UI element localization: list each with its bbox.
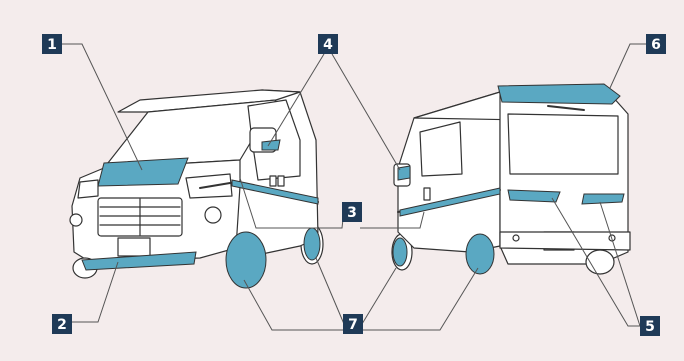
callout-5: 5 [640,316,660,336]
callout-4-label: 4 [323,37,333,53]
leader-1 [62,43,143,171]
callout-2-badge [52,314,72,334]
part-5-rear-garnish-left [507,189,561,203]
callout-7: 7 [343,314,363,334]
leader-4b [331,53,401,171]
part-7-front-wheel-rear-van [392,237,408,267]
callout-1-badge [42,34,62,54]
callout-1: 1 [42,34,62,54]
part-3-side-stripe-rear [399,187,501,217]
callout-1-label: 1 [47,37,57,53]
front-highlights [81,139,321,289]
part-4-mirror-front [261,139,281,151]
callout-3: 3 [342,202,362,222]
callout-4-badge [318,34,338,54]
part-6-roof-spoiler [497,83,621,105]
part-1-hood-area [97,157,189,187]
rear-van [391,91,631,275]
callout-7-badge [343,314,363,334]
callout-2-label: 2 [57,317,67,333]
rear-highlights [392,83,625,275]
leader-7c [362,267,479,331]
leader-lines [62,43,646,331]
callout-5-badge [640,316,660,336]
part-2-front-bumper-lower [81,251,197,271]
callout-6-badge [646,34,666,54]
callout-3-label: 3 [347,205,357,221]
leader-3b [360,211,425,229]
leader-7d [361,267,397,325]
part-7-rear-wheel-front-van [303,227,321,261]
part-3-side-stripe-front [231,179,319,205]
callout-6-label: 6 [651,37,661,53]
leader-5a [551,197,640,327]
leader-7a [243,279,344,331]
leader-4a [267,53,325,147]
leader-7b [315,257,345,325]
part-4-mirror-rear [397,165,411,181]
callout-3-badge [342,202,362,222]
leader-5b [599,201,641,327]
leader-6 [609,43,646,89]
part-5-rear-garnish-right [581,193,625,205]
part-7-rear-wheel [465,233,495,275]
leader-2 [72,261,119,323]
part-7-front-wheel [225,231,267,289]
callout-5-label: 5 [645,319,655,335]
callout-7-label: 7 [348,317,358,333]
callout-4: 4 [318,34,338,54]
callout-6: 6 [646,34,666,54]
callout-2: 2 [52,314,72,334]
